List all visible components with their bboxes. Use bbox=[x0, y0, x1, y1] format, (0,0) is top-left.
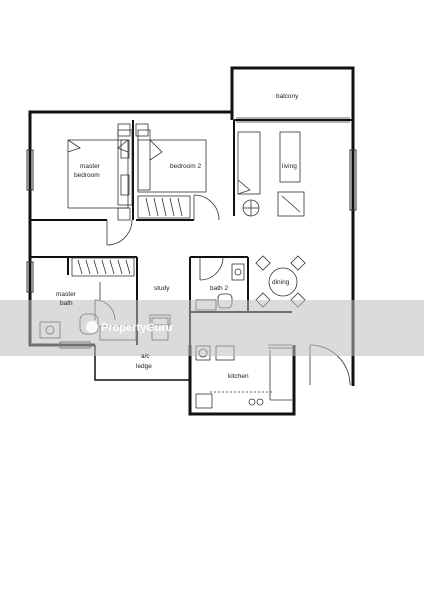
room-label-master-bath-1: master bbox=[56, 291, 77, 298]
bedroom2-wardrobe bbox=[137, 195, 191, 219]
top-cabinets bbox=[117, 123, 149, 221]
room-labels: balcony living master bedroom bedroom 2 … bbox=[56, 93, 299, 380]
room-label-master-bath-2: bath bbox=[60, 300, 73, 307]
room-label-kitchen: kitchen bbox=[228, 373, 249, 380]
balcony-sliding-door bbox=[236, 117, 350, 123]
room-label-master-bedroom-1: master bbox=[80, 163, 101, 170]
room-label-master-bedroom-2: bedroom bbox=[74, 172, 100, 179]
room-label-study: study bbox=[154, 285, 170, 292]
room-label-dining: dining bbox=[272, 279, 290, 286]
room-label-bedroom-2: bedroom 2 bbox=[170, 163, 201, 170]
bedroom2-bed bbox=[137, 129, 207, 193]
room-label-ac-ledge-1: a/c bbox=[141, 353, 150, 360]
room-label-bath-2: bath 2 bbox=[210, 285, 228, 292]
master-wardrobe-2 bbox=[71, 257, 135, 277]
master-wardrobe bbox=[117, 129, 133, 206]
watermark: PropertyGuru bbox=[0, 300, 424, 356]
ac-ledge bbox=[94, 345, 190, 381]
room-label-balcony: balcony bbox=[276, 93, 299, 100]
watermark-text: PropertyGuru bbox=[101, 322, 173, 334]
room-label-living: living bbox=[282, 163, 297, 170]
living-furniture bbox=[237, 131, 305, 217]
room-label-ac-ledge-2: ledge bbox=[136, 363, 152, 370]
